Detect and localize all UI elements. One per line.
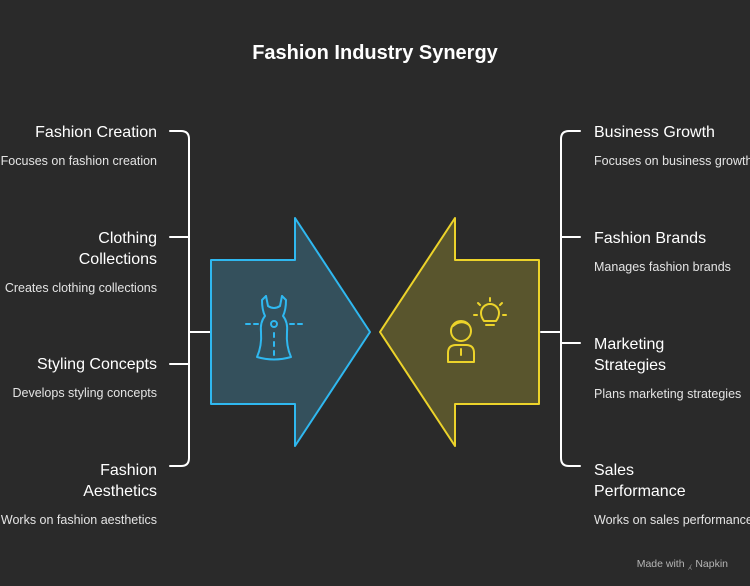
right-item-business-growth: Business Growth Focuses on business grow… xyxy=(594,122,750,169)
right-arrow-shape xyxy=(379,217,540,447)
diagram-title: Fashion Industry Synergy xyxy=(252,42,498,64)
right-bracket xyxy=(540,130,581,467)
footer-attribution: Made with ⁁ Napkin xyxy=(636,557,728,571)
left-item-fashion-creation: Fashion Creation Focuses on fashion crea… xyxy=(0,122,157,169)
left-item-clothing-collections: Clothing Collections Creates clothing co… xyxy=(0,228,157,296)
footer-made-with: Made with xyxy=(636,557,685,570)
left-item-fashion-aesthetics: Fashion Aesthetics Works on fashion aest… xyxy=(0,460,157,528)
right-item-title: Fashion Brands xyxy=(594,230,707,247)
left-bracket xyxy=(169,130,211,467)
left-item-styling-concepts: Styling Concepts Develops styling concep… xyxy=(0,354,157,401)
right-item-desc: Plans marketing strategies xyxy=(594,387,742,401)
left-item-desc: Works on fashion aesthetics xyxy=(0,513,157,527)
footer-brand: Napkin xyxy=(695,557,728,570)
right-item-title: Marketing Strategies xyxy=(594,336,667,374)
right-item-sales-performance: Sales Performance Works on sales perform… xyxy=(594,460,750,528)
right-item-title: Business Growth xyxy=(594,124,715,141)
left-arrow-shape xyxy=(210,217,371,447)
napkin-logo-icon: ⁁ xyxy=(688,558,692,570)
right-item-title: Sales Performance xyxy=(594,462,686,500)
right-item-desc: Manages fashion brands xyxy=(594,260,731,274)
person-idea-icon xyxy=(447,297,507,363)
right-item-desc: Works on sales performance xyxy=(594,513,750,527)
left-item-desc: Creates clothing collections xyxy=(4,281,157,295)
right-item-marketing-strategies: Marketing Strategies Plans marketing str… xyxy=(594,334,750,402)
left-item-desc: Focuses on fashion creation xyxy=(0,154,157,168)
right-item-desc: Focuses on business growth xyxy=(594,154,750,168)
left-item-desc: Develops styling concepts xyxy=(12,386,157,400)
left-item-title: Fashion Creation xyxy=(35,124,157,141)
dress-icon xyxy=(245,295,303,361)
left-item-title: Fashion Aesthetics xyxy=(83,462,157,500)
left-item-title: Clothing Collections xyxy=(78,230,157,268)
right-item-fashion-brands: Fashion Brands Manages fashion brands xyxy=(594,228,750,275)
left-item-title: Styling Concepts xyxy=(36,356,157,373)
